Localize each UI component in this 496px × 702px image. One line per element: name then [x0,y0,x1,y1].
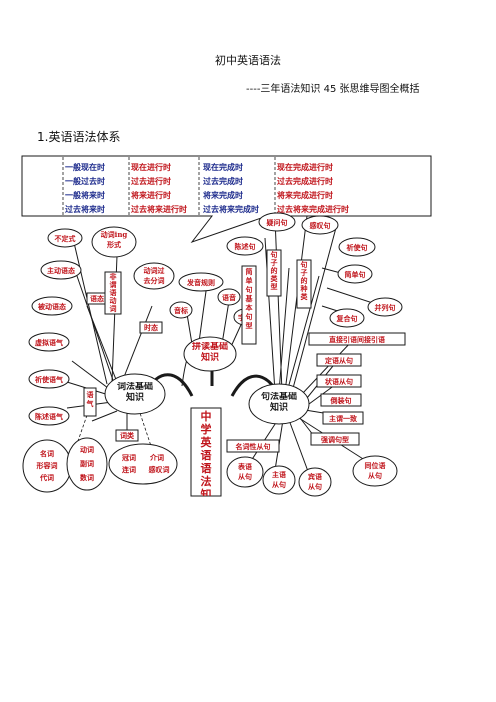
word-box: 时态 [144,323,158,332]
hub-reading [183,336,237,372]
syntax-node: 宾语从句 [308,472,322,491]
tense-cell: 一般过去时 [65,176,105,186]
tense-cell: 一般现在时 [65,162,105,172]
word-node: 陈述语气 [35,412,63,421]
tense-cell: 过去完成进行时 [277,176,333,186]
syntax-vertical: 句子的种类 [300,261,308,301]
tense-row: 一般过去时 过去进行时 过去完成时 过去完成进行时 [65,176,333,186]
tense-row: 过去将来时 过去将来进行时 过去将来完成时 过去将来完成进行时 [65,204,349,214]
syntax-box: 倒装句 [330,396,352,405]
syntax-node: 同位语从句 [364,461,386,480]
syntax-node: 陈述句 [235,242,256,251]
syntax-node: 复合句 [336,314,358,323]
syntax-box: 定语从句 [325,356,353,365]
page-subtitle: ----三年语法知识 45 张思维导图全概括 [246,84,420,95]
word-node: 虚拟语气 [35,338,63,347]
word-box: 词类 [120,431,135,440]
tense-cell: 过去将来完成进行时 [277,204,349,214]
word-box: 语气 [86,390,94,408]
syntax-box: 状语从句 [325,377,353,386]
tense-cell: 过去将来完成时 [203,204,259,214]
hub-syntax [248,383,310,425]
syntax-node: 感叹句 [310,221,331,230]
word-node: 主动语态 [47,266,75,275]
word-node: 祈使语气 [35,375,63,384]
tense-cell: 将来完成时 [203,190,243,200]
tense-cell: 过去进行时 [131,176,171,186]
reading-node: 发音规则 [186,278,215,287]
pos-node: 名词 [40,449,54,458]
pos-node: 感叹词 [149,465,170,474]
reading-node: 音标 [174,306,188,315]
tense-cell: 一般将来时 [65,190,105,200]
syntax-node: 祈使句 [347,243,368,252]
center-node [190,407,222,497]
hub-word [104,373,166,415]
syntax-box: 名词性从句 [236,442,271,451]
tense-cell: 现在完成进行时 [277,162,333,172]
tense-cell: 现在进行时 [131,162,171,172]
pos-node: 副词 [80,459,94,468]
tense-cell: 将来进行时 [131,190,171,200]
pos-node: 形容词 [37,461,58,470]
word-box: 非谓语动词 [109,273,117,313]
syntax-node: 简单句 [345,270,366,279]
pos-node: 连词 [122,465,136,474]
tense-cell: 过去完成时 [203,176,243,186]
word-box: 语态 [90,294,104,303]
page-title: 初中英语语法 [215,54,281,67]
hub-syntax-label: 句法基础知识 [260,392,297,413]
syntax-node: 并列句 [375,303,396,312]
syntax-vertical: 简单句基本句型 [245,267,253,330]
section-heading: 1.英语语法体系 [37,130,121,144]
word-node: 动词过去分词 [143,266,165,285]
pos-node: 冠词 [122,453,136,462]
tense-cell: 现在完成时 [203,162,243,172]
pos-node: 数词 [80,473,94,482]
syntax-vertical: 句子的类型 [270,251,278,291]
hub-word-label: 词法基础知识 [116,382,153,403]
tense-bubble [21,155,432,244]
tense-row: 一般现在时 现在进行时 现在完成时 现在完成进行时 [65,162,333,172]
word-node: 不定式 [55,234,76,243]
pos-node: 动词 [80,445,94,454]
tense-cell: 过去将来进行时 [131,204,187,214]
pos-node: 代词 [39,473,54,482]
syntax-box: 主谓一致 [329,414,358,423]
syntax-node: 主语从句 [272,470,286,489]
word-node: 动词ing形式 [100,230,128,249]
pos-node: 介词 [149,453,164,462]
syntax-box: 直接引语间接引语 [329,335,385,344]
center-label: 中学英语语法知识体系 [200,410,212,496]
syntax-box: 强调句型 [321,435,349,444]
reading-node: 语音 [222,293,236,302]
syntax-node: 疑问句 [267,218,288,227]
word-node: 被动语态 [38,302,66,311]
tense-cell: 将来完成进行时 [277,190,333,200]
grammar-mindmap: .red { fill: #c0141b; font-family: "Deja… [21,155,432,497]
tense-row: 一般将来时 将来进行时 将来完成时 将来完成进行时 [65,190,333,200]
hub-reading-label: 拼读基础知识 [191,342,228,363]
syntax-node: 表语从句 [238,462,252,481]
tense-cell: 过去将来时 [65,204,105,214]
